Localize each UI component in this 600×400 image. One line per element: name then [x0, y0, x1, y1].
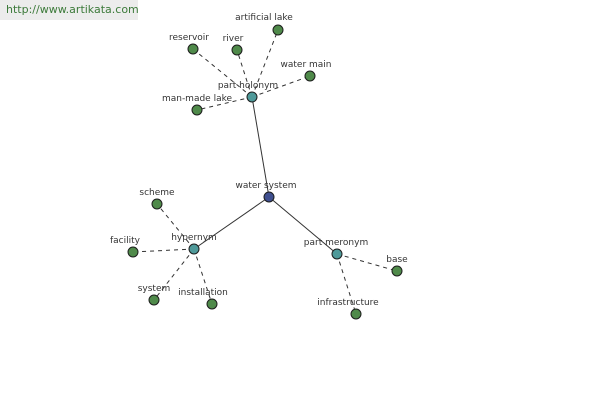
node-leaf-water-main[interactable]: [304, 70, 316, 82]
edge-center-part-meronym: [268, 196, 338, 255]
label-leaf-infrastructure: infrastructure: [317, 298, 379, 308]
label-leaf-system: system: [138, 284, 171, 294]
node-leaf-artificial-lake[interactable]: [272, 24, 284, 36]
edge-part-holonym-river: [236, 49, 253, 98]
edge-hypernym-installation: [193, 248, 213, 305]
node-leaf-infrastructure[interactable]: [350, 308, 362, 320]
label-leaf-facility: facility: [110, 236, 141, 246]
label-leaf-artificial-lake: artificial lake: [235, 13, 293, 23]
label-leaf-water-main: water main: [281, 60, 332, 70]
label-leaf-river: river: [223, 34, 244, 44]
label-leaf-scheme: scheme: [139, 188, 175, 198]
label-relation-part-meronym: part meronym: [304, 238, 368, 248]
edge-hypernym-system: [153, 248, 195, 301]
url-banner: http://www.artikata.com: [0, 0, 139, 20]
node-center[interactable]: [263, 191, 275, 203]
edge-part-meronym-infrastructure: [336, 253, 357, 315]
edge-part-holonym-man-made-lake: [196, 96, 253, 111]
edge-center-hypernym: [193, 196, 270, 250]
node-leaf-scheme[interactable]: [151, 198, 163, 210]
edge-hypernym-facility: [132, 248, 195, 253]
node-leaf-reservoir[interactable]: [187, 43, 199, 55]
label-leaf-base: base: [386, 255, 408, 265]
node-leaf-installation[interactable]: [206, 298, 218, 310]
edge-part-meronym-base: [336, 253, 398, 272]
node-relation-part-meronym[interactable]: [331, 248, 343, 260]
node-relation-hypernym[interactable]: [188, 243, 200, 255]
node-leaf-system[interactable]: [148, 294, 160, 306]
edge-center-part-holonym: [251, 96, 270, 198]
node-leaf-man-made-lake[interactable]: [191, 104, 203, 116]
node-leaf-base[interactable]: [391, 265, 403, 277]
node-relation-part-holonym[interactable]: [246, 91, 258, 103]
edge-hypernym-scheme: [156, 203, 195, 250]
label-center: water system: [235, 181, 296, 191]
label-relation-hypernym: hypernym: [171, 233, 217, 243]
label-leaf-reservoir: reservoir: [169, 33, 209, 43]
label-leaf-installation: installation: [178, 288, 228, 298]
edge-part-holonym-water-main: [251, 75, 311, 98]
node-leaf-facility[interactable]: [127, 246, 139, 258]
label-leaf-man-made-lake: man-made lake: [162, 94, 233, 104]
label-relation-part-holonym: part holonym: [218, 81, 278, 91]
node-leaf-river[interactable]: [231, 44, 243, 56]
edge-part-holonym-artificial-lake: [251, 29, 279, 98]
